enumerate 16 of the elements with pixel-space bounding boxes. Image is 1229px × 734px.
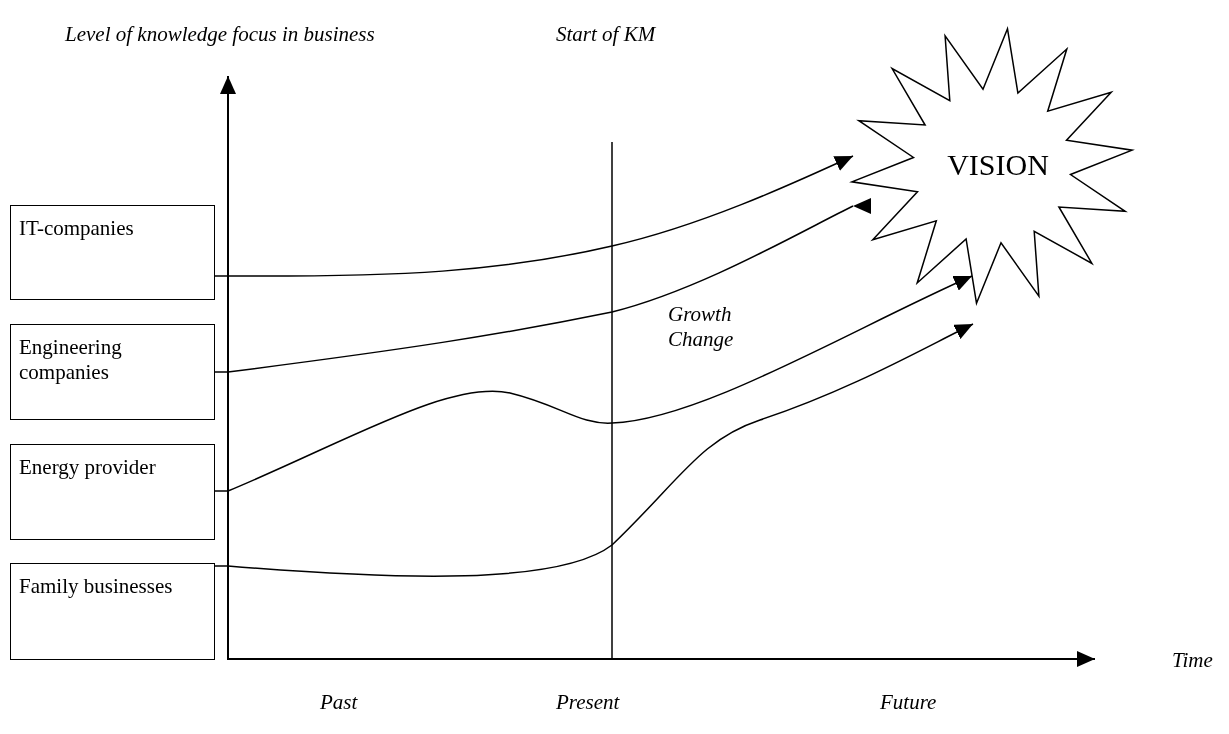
arrow — [214, 198, 871, 373]
arrow — [214, 275, 973, 492]
category-box: Family businesses — [10, 563, 215, 660]
axis-title: Level of knowledge focus in business — [65, 22, 375, 48]
axis-title: Time — [1172, 648, 1213, 674]
arrow — [214, 155, 854, 277]
axis-label: Future — [880, 690, 937, 716]
axis-label: Start of KM — [556, 22, 656, 48]
category-box: IT-companies — [10, 205, 215, 300]
arrow — [214, 323, 974, 577]
category-box: Energy provider — [10, 444, 215, 540]
annotation-text: Growth Change — [668, 302, 735, 353]
axis-label: Present — [556, 690, 620, 716]
category-box: Engineering companies — [10, 324, 215, 420]
vision-text: VISION — [947, 147, 1049, 183]
axis-label: Past — [320, 690, 358, 716]
